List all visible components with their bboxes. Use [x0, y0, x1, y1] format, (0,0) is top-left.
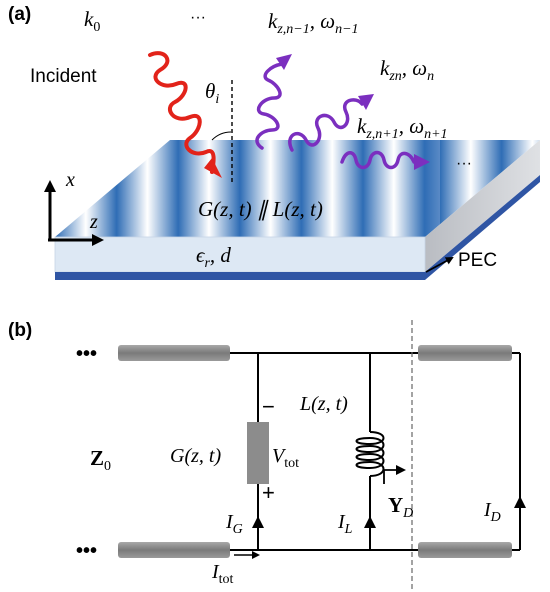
tline-top-right	[418, 345, 512, 361]
wave-n	[288, 98, 364, 152]
panel-b-label: (b)	[8, 320, 32, 341]
pec-pointer	[425, 257, 454, 273]
wave-n-arrowhead	[358, 94, 374, 110]
tline-bottom-right	[418, 542, 512, 558]
wave-n-plus-1-label: kz,n+1, ωn+1	[357, 114, 448, 142]
pec-label: PEC	[458, 250, 497, 271]
inductor-coil	[355, 431, 385, 477]
yd-label: YD	[388, 493, 413, 521]
k0-label: k0	[84, 7, 100, 35]
itot-label: Itot	[211, 561, 234, 587]
plus-sign: +	[262, 480, 275, 505]
id-arrowhead	[514, 496, 526, 508]
l-label: L(z, t)	[299, 393, 348, 415]
incident-wave-arrowhead	[204, 158, 222, 178]
ellipsis-top: ···	[190, 9, 206, 26]
itot-arrowhead	[252, 551, 260, 559]
panel-b: (b) ••• ••• Z0	[8, 320, 526, 590]
panel-a: (a) k0 ··· kz,n−1,	[8, 4, 540, 280]
v-label: Vtot	[272, 445, 299, 471]
wave-n-plus-1	[340, 150, 416, 170]
angle-arc	[211, 131, 232, 141]
incident-wave	[148, 51, 216, 174]
wave-n-label: kzn, ωn	[380, 56, 434, 84]
dots-bottom: •••	[76, 540, 97, 562]
ig-label: IG	[225, 511, 243, 537]
tline-bottom-left	[118, 542, 230, 558]
conductance-element	[247, 422, 269, 484]
z-axis-label: z	[89, 211, 98, 233]
id-label: ID	[483, 499, 501, 525]
z-axis-arrowhead	[92, 234, 104, 246]
theta-label: θi	[205, 79, 219, 107]
g-label: G(z, t)	[170, 445, 221, 467]
minus-sign: −	[262, 394, 275, 419]
substrate-front	[54, 236, 426, 273]
yd-arrowhead	[396, 465, 406, 475]
x-axis-label: x	[65, 169, 75, 191]
ellipsis-right: ···	[456, 155, 472, 172]
slab-side-face	[425, 140, 540, 272]
wave-n-minus-1-label: kz,n−1, ωn−1	[268, 9, 359, 37]
wave-n-minus-1-arrowhead	[276, 54, 292, 70]
dots-top: •••	[76, 343, 97, 365]
surface-label: G(z, t) ∥ L(z, t)	[198, 197, 323, 221]
il-label: IL	[337, 511, 353, 537]
substrate-label: ϵr, d	[196, 243, 231, 271]
x-axis-arrowhead	[44, 180, 56, 192]
incident-label: Incident	[30, 66, 97, 87]
wave-n-minus-1	[255, 62, 284, 150]
il-arrowhead	[364, 516, 376, 528]
ig-arrowhead	[252, 516, 264, 528]
panel-a-label: (a)	[8, 4, 31, 25]
wave-n-plus-1-arrowhead	[414, 154, 430, 170]
yd-arrow	[383, 469, 398, 484]
tline-top-left	[118, 345, 230, 361]
z0-label: Z0	[90, 446, 111, 474]
